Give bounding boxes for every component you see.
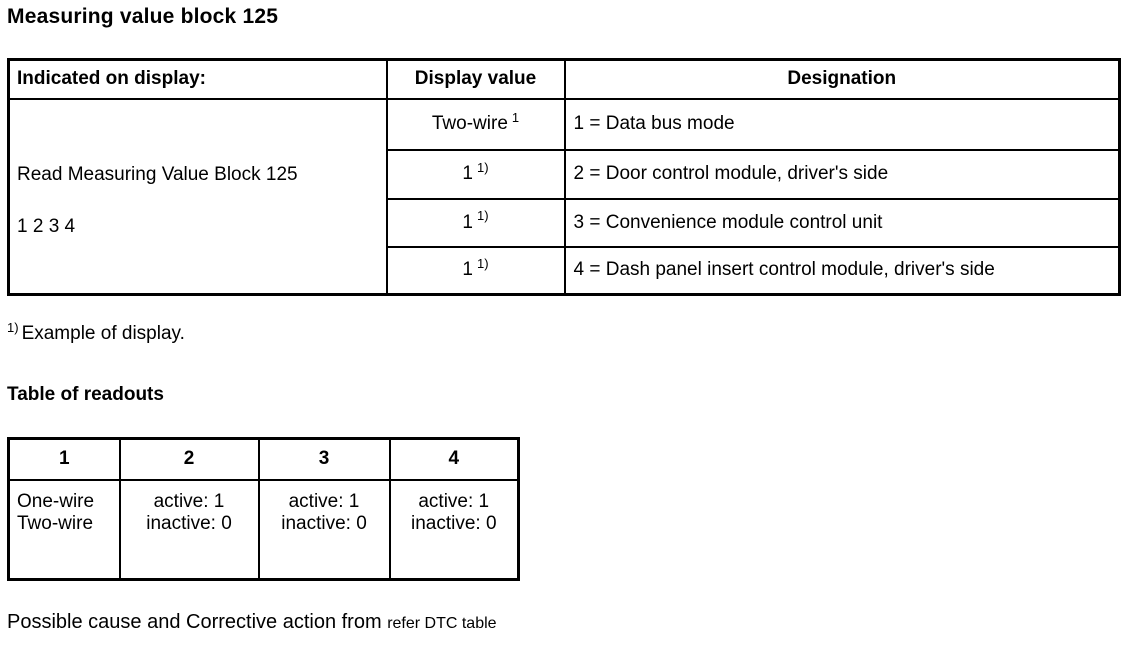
- readouts-line: inactive: 0: [410, 512, 497, 534]
- page-title: Measuring value block 125: [7, 5, 279, 28]
- footnote-text: Example of display.: [21, 323, 185, 344]
- display-table: Indicated on display: Display value Desi…: [7, 58, 1121, 296]
- readouts-header-3: 3: [257, 437, 391, 481]
- possible-cause-text: Possible cause and Corrective action fro…: [7, 611, 388, 633]
- readouts-cell-wire: One-wire Two-wire: [7, 478, 121, 581]
- readouts-line: Two-wire: [17, 512, 94, 534]
- readouts-header-row: 1 2 3 4: [7, 437, 520, 481]
- footnote-ref: 1): [477, 255, 489, 271]
- display-table-header-row: Indicated on display: Display value Desi…: [7, 58, 1121, 100]
- display-value-text: Two-wire: [431, 113, 508, 134]
- readouts-line: active: 1: [153, 490, 225, 512]
- header-designation: Designation: [563, 58, 1121, 100]
- footnote: 1)Example of display.: [7, 319, 185, 345]
- possible-cause-line: Possible cause and Corrective action fro…: [7, 611, 497, 634]
- footnote-ref: 1): [477, 159, 489, 175]
- readouts-line: active: 1: [418, 490, 490, 512]
- refer-dtc-table-text: refer DTC table: [387, 615, 497, 632]
- readouts-line: inactive: 0: [146, 512, 232, 534]
- footnote-ref: 1): [477, 208, 489, 224]
- readouts-cell-4: active: 1 inactive: 0: [388, 478, 520, 581]
- indicated-cell: Read Measuring Value Block 125 1 2 3 4: [7, 97, 388, 296]
- readouts-body-row: One-wire Two-wire active: 1 inactive: 0 …: [7, 478, 520, 581]
- display-value-text: 1: [462, 163, 473, 184]
- readouts-header-2: 2: [118, 437, 260, 481]
- readouts-heading: Table of readouts: [7, 384, 164, 405]
- indicated-line1: Read Measuring Value Block 125: [17, 163, 298, 185]
- readouts-header-4: 4: [388, 437, 520, 481]
- readouts-header-1: 1: [7, 437, 121, 481]
- footnote-marker: 1): [7, 319, 19, 335]
- header-display-value: Display value: [385, 58, 566, 100]
- header-indicated-on-display: Indicated on display:: [7, 58, 388, 100]
- readouts-line: inactive: 0: [281, 512, 367, 534]
- readouts-line: One-wire: [17, 490, 95, 512]
- designation-cell: 1 = Data bus mode: [563, 97, 1121, 151]
- designation-cell: 3 = Convenience module control unit: [563, 197, 1121, 248]
- readouts-cell-2: active: 1 inactive: 0: [118, 478, 260, 581]
- table-row: Read Measuring Value Block 125 1 2 3 4 T…: [7, 97, 1121, 296]
- readouts-table: 1 2 3 4 One-wire Two-wire active: 1 inac…: [7, 437, 520, 581]
- display-value-text: 1: [462, 211, 473, 233]
- display-value-text: 1: [462, 259, 473, 281]
- readouts-line: active: 1: [288, 490, 360, 512]
- footnote-ref: 1: [511, 109, 520, 125]
- designation-cell: 4 = Dash panel insert control module, dr…: [563, 245, 1121, 296]
- designation-cell: 2 = Door control module, driver's side: [563, 148, 1121, 200]
- readouts-cell-3: active: 1 inactive: 0: [257, 478, 391, 581]
- indicated-line2: 1 2 3 4: [17, 215, 76, 237]
